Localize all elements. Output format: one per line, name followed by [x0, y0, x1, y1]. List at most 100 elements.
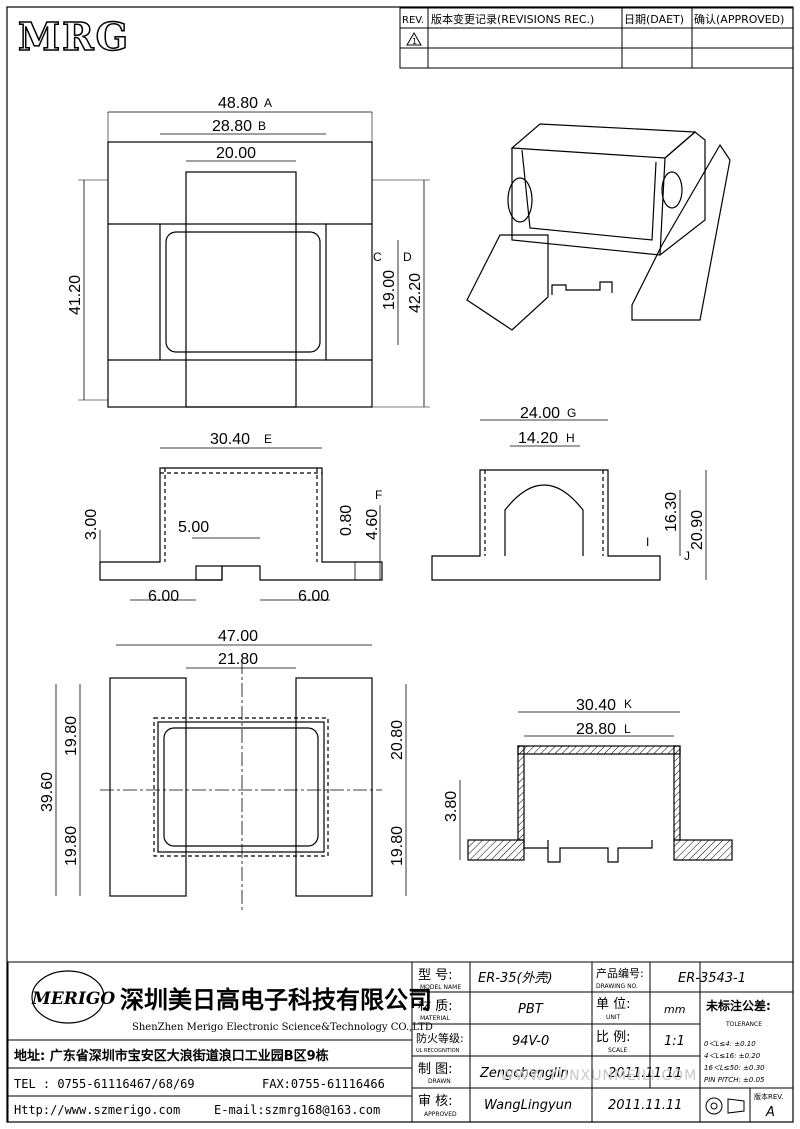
- ref-h: H: [566, 431, 575, 445]
- flame-label: 防火等级:: [416, 1031, 464, 1045]
- ref-b: B: [258, 119, 266, 133]
- dim-top-w-inner: 20.00: [216, 145, 256, 162]
- company-name-cn: 深圳美日高电子科技有限公司: [120, 985, 432, 1014]
- dim-front-gap: 5.00: [178, 519, 209, 536]
- record-header: 版本变更记录(REVISIONS REC.): [431, 12, 594, 26]
- ref-k: K: [624, 697, 632, 711]
- model-sub: MODEL NAME: [420, 984, 461, 991]
- company-name-en: ShenZhen Merigo Electronic Science&Techn…: [132, 1022, 433, 1033]
- dim-front-h-tall: 4.60: [364, 509, 381, 540]
- bottom-view: [55, 644, 407, 910]
- company-tel: TEL : 0755-61116467/68/69: [14, 1077, 195, 1091]
- dim-section-w-inner: 28.80: [576, 721, 616, 738]
- scale-sub: SCALE: [608, 1047, 627, 1054]
- dim-front-foot-r: 6.00: [298, 588, 329, 605]
- dim-front-foot-l: 6.00: [148, 588, 179, 605]
- dim-bottom-h-r-down: 19.80: [389, 826, 406, 866]
- projection-cone-icon: [727, 1098, 745, 1114]
- dim-bottom-h-down: 19.80: [63, 826, 80, 866]
- title-block-fields: 型 号: MODEL NAME ER-35(外壳) 产品编号: DRAWING …: [416, 966, 783, 1120]
- front-view-dims: 30.40 E 3.00 5.00 0.80 4.60 F 6.00 6.00: [83, 431, 382, 605]
- dim-bottom-h-total: 39.60: [39, 772, 56, 812]
- drawing-frame: [6, 6, 794, 1123]
- dim-side-w-outer: 24.00: [520, 405, 560, 422]
- logo-mrg: MRG: [18, 14, 130, 59]
- dim-side-w-inner: 14.20: [518, 430, 558, 447]
- unit-value: mm: [664, 1003, 685, 1016]
- model-value: ER-35(外壳): [478, 971, 553, 986]
- rev-label: 版本REV.: [754, 1092, 783, 1101]
- drawn-sub: DRAWN: [428, 1078, 451, 1085]
- title-block: [7, 961, 794, 1123]
- drawing-label: 产品编号:: [596, 966, 644, 980]
- dim-section-w-outer: 30.40: [576, 697, 616, 714]
- approved-header: 确认(APPROVED): [694, 13, 784, 26]
- ref-c: C: [373, 250, 382, 264]
- ref-d: D: [403, 250, 412, 264]
- side-view-dims: 24.00 G 14.20 H 16.30 I 20.90 J: [518, 405, 706, 563]
- company-fax: FAX:0755-61116466: [262, 1077, 385, 1091]
- drawing-sub: DRAWING NO.: [596, 983, 638, 990]
- isometric-view: [466, 123, 731, 331]
- section-view: [459, 711, 733, 863]
- top-view: [78, 111, 430, 408]
- dim-bottom-w-outer: 47.00: [218, 628, 258, 645]
- drawing-value: ER-3543-1: [678, 971, 746, 986]
- front-view: [99, 447, 383, 601]
- dim-top-h-right: 42.20: [407, 273, 424, 313]
- projection-inner-circle-icon: [710, 1102, 718, 1110]
- section-view-dims: 30.40 K 28.80 L 3.80: [443, 697, 632, 822]
- top-view-dims: 48.80 A 28.80 B 20.00 41.20 C D 19.00 42…: [67, 95, 424, 315]
- rev-value: A: [765, 1105, 775, 1120]
- tolerance-row: 16＜L≤50: ±0.30: [704, 1064, 765, 1072]
- revision-table: REV. 版本变更记录(REVISIONS REC.) 日期(DAET) 确认(…: [399, 7, 794, 69]
- ref-i: I: [646, 535, 649, 549]
- date-header: 日期(DAET): [624, 13, 684, 26]
- watermark: WWW.YUNXUNMEILI.COM: [500, 1068, 697, 1084]
- dim-front-w: 30.40: [210, 431, 250, 448]
- drawn-date: 2011.11.11: [608, 1066, 682, 1081]
- rev-header: REV.: [402, 15, 424, 26]
- company-email: E-mail:szmrg168@163.com: [214, 1103, 380, 1117]
- dim-top-h-left: 41.20: [67, 275, 84, 315]
- approved-sub: APPROVED: [424, 1111, 457, 1118]
- drawn-value: Zengchenglin: [479, 1066, 569, 1081]
- flame-sub: UL RECOGNITION: [416, 1048, 460, 1054]
- ref-l: L: [624, 722, 631, 736]
- model-label: 型 号:: [418, 968, 453, 983]
- dim-top-h-inner: 19.00: [381, 270, 398, 310]
- warning-icon: [406, 32, 422, 46]
- approved-value: WangLingyun: [484, 1098, 572, 1113]
- merigo-logo: MERIGO: [31, 989, 115, 1009]
- ref-g: G: [567, 406, 576, 420]
- dim-front-h-left: 3.00: [83, 509, 100, 540]
- material-value: PBT: [518, 1002, 544, 1017]
- tolerance-title: 未标注公差:: [705, 998, 771, 1013]
- unit-label: 单 位:: [596, 997, 631, 1012]
- scale-value: 1:1: [664, 1034, 685, 1049]
- tolerance-row: 4＜L≤16: ±0.20: [704, 1052, 761, 1060]
- company-address: 地址: 广东省深圳市宝安区大浪街道浪口工业园B区9栋: [14, 1048, 329, 1064]
- warning-icon-mark: 1: [412, 37, 417, 46]
- dim-bottom-w-inner: 21.80: [218, 651, 258, 668]
- dim-bottom-h-r-up: 20.80: [389, 720, 406, 760]
- unit-sub: UNIT: [606, 1014, 621, 1021]
- ref-e: E: [264, 432, 272, 446]
- material-label: 材 质:: [418, 999, 453, 1014]
- dim-top-w-outer: 48.80: [218, 95, 258, 112]
- material-sub: MATERIAL: [420, 1015, 450, 1022]
- ref-j: J: [684, 549, 690, 563]
- company-web: Http://www.szmerigo.com: [14, 1103, 180, 1117]
- dim-side-h-j: 20.90: [689, 510, 706, 550]
- tolerance-row: PIN PITCH: ±0.05: [704, 1076, 765, 1084]
- tolerance-sub: TOLERANCE: [725, 1021, 762, 1028]
- approved-label: 审 核:: [418, 1094, 453, 1109]
- side-view: [431, 419, 707, 581]
- approved-date: 2011.11.11: [608, 1098, 682, 1113]
- bottom-view-dims: 47.00 21.80 39.60 19.80 19.80 20.80 19.8…: [39, 628, 406, 866]
- tolerance-row: 0＜L≤4: ±0.10: [704, 1040, 756, 1048]
- dim-top-w-mid: 28.80: [212, 118, 252, 135]
- ref-f: F: [375, 488, 382, 502]
- projection-circle-icon: [705, 1097, 723, 1115]
